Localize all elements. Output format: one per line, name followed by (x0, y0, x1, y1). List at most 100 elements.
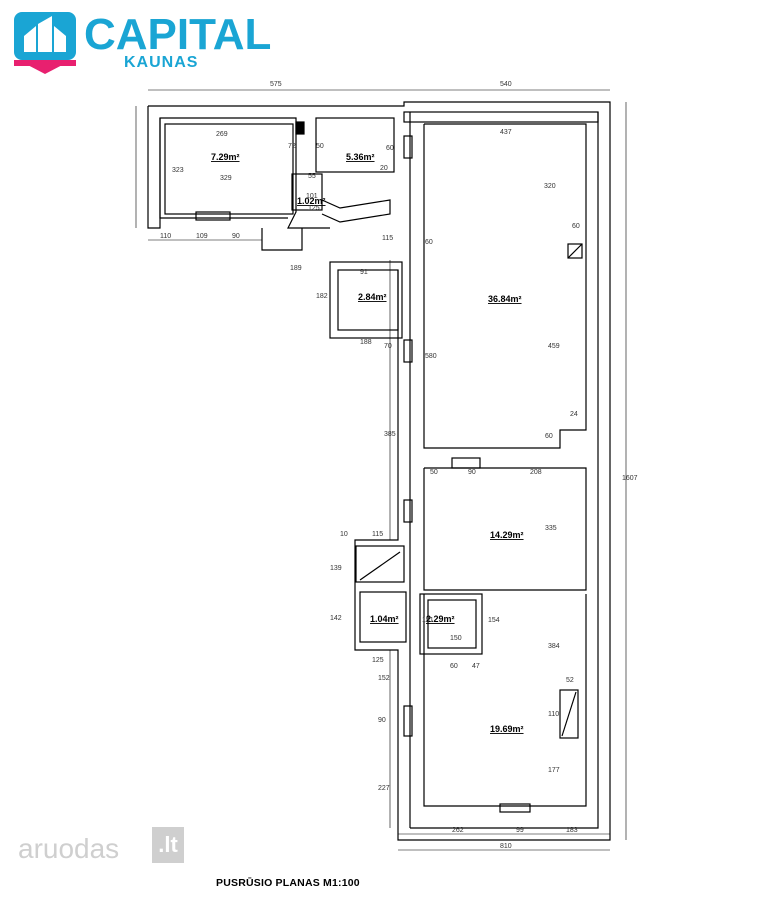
dimension-label: 188 (360, 339, 372, 346)
room-labels: 7.29m² 5.36m² 1.02m² 2.84m² 36.84m² 14.29m² 2.… (211, 152, 524, 734)
room-b-wall (315, 117, 395, 173)
room-area-label: 14.29m² (490, 530, 524, 540)
room-f-wall (423, 467, 587, 591)
dimension-label: 47 (472, 663, 480, 670)
room-e-wall (423, 123, 587, 449)
dimension-label: 55 (308, 173, 316, 180)
dimension-label: 810 (500, 843, 512, 850)
outer-wall (147, 106, 330, 229)
dimension-label: 110 (548, 711, 559, 718)
dimension-label: 60 (572, 223, 580, 230)
dimension-label: 320 (544, 183, 556, 190)
wall-segment-top-right (403, 111, 599, 123)
dimension-labels: 575 540 269 323 72 329 55 101 125 50 60 20 437 320 60 1… (160, 81, 638, 850)
room-area-label: 2.29m² (426, 614, 455, 624)
dimension-label: 1607 (622, 475, 638, 482)
outer-wall-top (148, 101, 611, 841)
dimension-label: 329 (220, 175, 232, 182)
dimension-label: 227 (378, 785, 390, 792)
room-area-label: 5.36m² (346, 152, 375, 162)
room-area-label: 19.69m² (490, 724, 524, 734)
room-area-label: 1.02m² (297, 196, 326, 206)
room-h-wall (359, 591, 407, 643)
dimension-label: 10 (340, 531, 348, 538)
vent2-diagonal (561, 691, 577, 737)
vent-icon (567, 243, 583, 259)
dimension-label: 60 (425, 239, 433, 246)
dimension-label: 139 (330, 565, 342, 572)
dimension-label: 182 (316, 293, 328, 300)
dimension-label: 125 (372, 657, 384, 664)
window-2 (403, 339, 413, 363)
dimension-label: 90 (468, 469, 476, 476)
room-g-wall (419, 593, 483, 655)
dimension-label: 575 (270, 81, 282, 88)
dimension-label: 60 (450, 663, 458, 670)
dimension-label: 459 (548, 343, 560, 350)
room-d-wall (329, 261, 403, 339)
room-area-label: 7.29m² (211, 152, 240, 162)
room-area-label: 1.04m² (370, 614, 399, 624)
dimension-label: 101 (306, 193, 318, 200)
brand-sub: KAUNAS (124, 54, 199, 71)
dimension-label: 262 (452, 827, 464, 834)
dimension-label: 109 (196, 233, 208, 240)
dimension-label: 60 (545, 433, 553, 440)
vent-diagonal (567, 243, 583, 259)
vestibule-wall (321, 199, 391, 223)
dimension-label: 183 (566, 827, 578, 834)
window-1 (403, 135, 413, 159)
dimension-label: 437 (500, 129, 512, 136)
plan-caption: PUSRŪSIO PLANAS M1:100 (216, 877, 360, 889)
watermark-suffix: .lt (152, 827, 184, 863)
dimension-label: 152 (378, 675, 390, 682)
watermark: aruodas (18, 833, 120, 864)
outer-wall-right-inner (410, 112, 599, 829)
dimension-label: 91 (360, 269, 368, 276)
dimension-label: 50 (316, 143, 324, 150)
room-area-label: 36.84m² (488, 294, 522, 304)
dimension-label: 72 (288, 143, 296, 150)
window-4 (403, 705, 413, 737)
room-c-wall (291, 173, 323, 211)
walls (147, 101, 611, 841)
room-area-label: 2.84m² (358, 292, 387, 302)
dimension-label: 385 (384, 431, 396, 438)
dimension-label: 151 (422, 617, 434, 624)
dimension-label: 99 (516, 827, 524, 834)
dimension-label: 323 (172, 167, 184, 174)
vent2-icon (559, 689, 579, 739)
dimension-label: 142 (330, 615, 342, 622)
dimension-label: 110 (160, 233, 171, 240)
room-i-wall (423, 594, 587, 807)
dimension-label: 20 (380, 165, 388, 172)
room-d-inner (337, 269, 399, 331)
dimension-label: 580 (425, 353, 437, 360)
dimension-label: 154 (488, 617, 500, 624)
stair-diagonal (359, 551, 401, 581)
window-6 (451, 457, 481, 469)
dimension-label: 269 (216, 131, 228, 138)
dimension-label: 150 (450, 635, 462, 642)
chimney-icon (295, 121, 305, 135)
window-5 (195, 211, 231, 221)
dimension-label: 125 (308, 205, 320, 212)
dimension-label: 384 (548, 643, 560, 650)
house-logo-icon (14, 12, 76, 74)
outer-wall-inner (159, 118, 288, 219)
room-g-inner (427, 599, 477, 649)
dimension-label: 335 (545, 525, 557, 532)
dimension-label: 189 (290, 265, 302, 272)
dimension-label: 115 (372, 531, 383, 538)
dimension-label: 540 (500, 81, 512, 88)
dimension-label: 60 (386, 145, 394, 152)
window-7 (499, 803, 531, 813)
dimension-label: 70 (384, 343, 392, 350)
dimension-label: 50 (430, 469, 438, 476)
dimension-label: 90 (378, 717, 386, 724)
stair-box (355, 545, 405, 583)
window-3 (403, 499, 413, 523)
brand-name: CAPITAL (84, 10, 272, 59)
dimension-label: 24 (570, 411, 578, 418)
